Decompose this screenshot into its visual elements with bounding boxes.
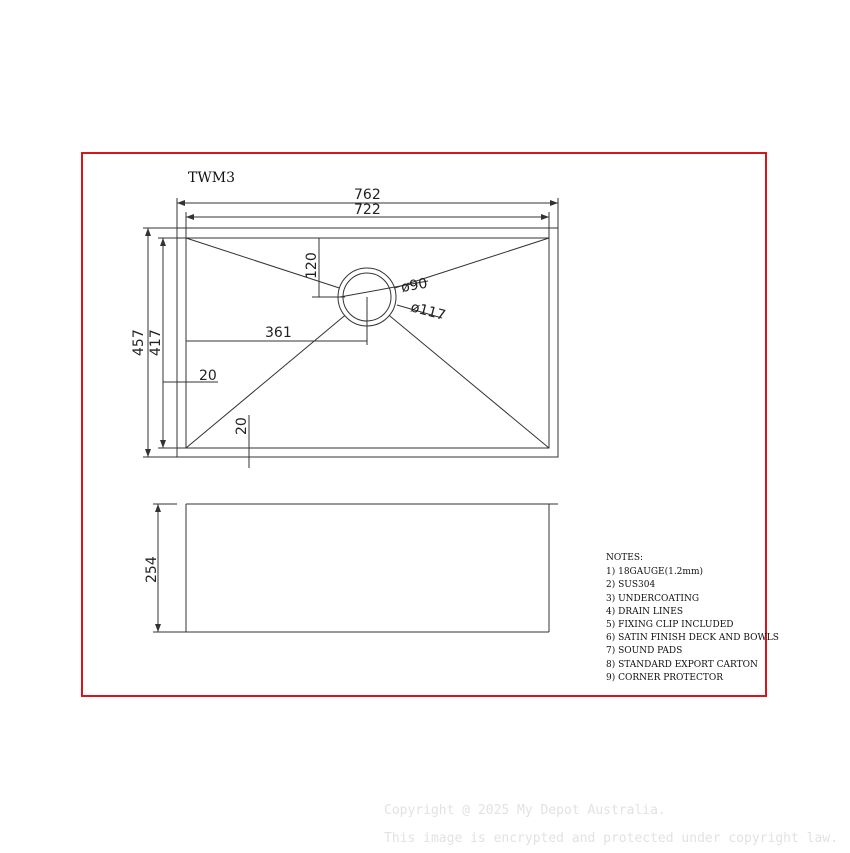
sink-outer-outline: [176, 227, 559, 458]
note-item: 4) DRAIN LINES: [606, 606, 684, 617]
note-item: 5) FIXING CLIP INCLUDED: [606, 620, 734, 631]
leader-dia-117: [396, 304, 443, 319]
dim-label-outer-width: 762: [354, 187, 381, 203]
dim-label-inner-width: 722: [354, 202, 381, 218]
leader-dia-90: [339, 280, 429, 298]
dim-label-inner-depth: 417: [148, 329, 164, 356]
dim-label-bowl-height: 254: [144, 556, 160, 583]
sink-inner-bowl: [185, 237, 550, 449]
dim-label-drain-dia-outer: ø117: [409, 299, 447, 324]
dim-label-outer-depth: 457: [131, 329, 147, 356]
note-item: 3) UNDERCOATING: [606, 593, 700, 604]
dim-label-drain-from-top: 120: [304, 252, 320, 279]
dim-label-left-rim: 20: [199, 368, 217, 384]
notes-title: NOTES:: [606, 553, 644, 563]
dim-label-drain-dia-inner: ø90: [400, 276, 429, 296]
note-item: 6) SATIN FINISH DECK AND BOWLS: [606, 633, 779, 644]
drawing-frame: [81, 152, 767, 697]
dim-label-bottom-rim: 20: [234, 417, 250, 435]
note-item: 7) SOUND PADS: [606, 646, 683, 657]
note-item: 9) CORNER PROTECTOR: [606, 672, 724, 683]
copyright-watermark: Copyright @ 2025 My Depot Australia. Thi…: [384, 797, 838, 853]
slope-line: [366, 237, 550, 298]
notes-block: NOTES: 1) 18GAUGE(1.2mm) 2) SUS304 3) UN…: [606, 552, 779, 685]
copyright-line-1: Copyright @ 2025 My Depot Australia.: [384, 803, 666, 818]
slope-line: [185, 237, 368, 298]
model-title: TWM3: [188, 170, 235, 186]
note-item: 8) STANDARD EXPORT CARTON: [606, 659, 758, 670]
note-item: 2) SUS304: [606, 580, 656, 591]
slope-line: [366, 296, 550, 449]
note-item: 1) 18GAUGE(1.2mm): [606, 567, 703, 578]
slope-line: [185, 296, 368, 449]
dim-label-drain-from-left: 361: [265, 325, 292, 341]
copyright-line-2: This image is encrypted and protected un…: [384, 831, 838, 846]
